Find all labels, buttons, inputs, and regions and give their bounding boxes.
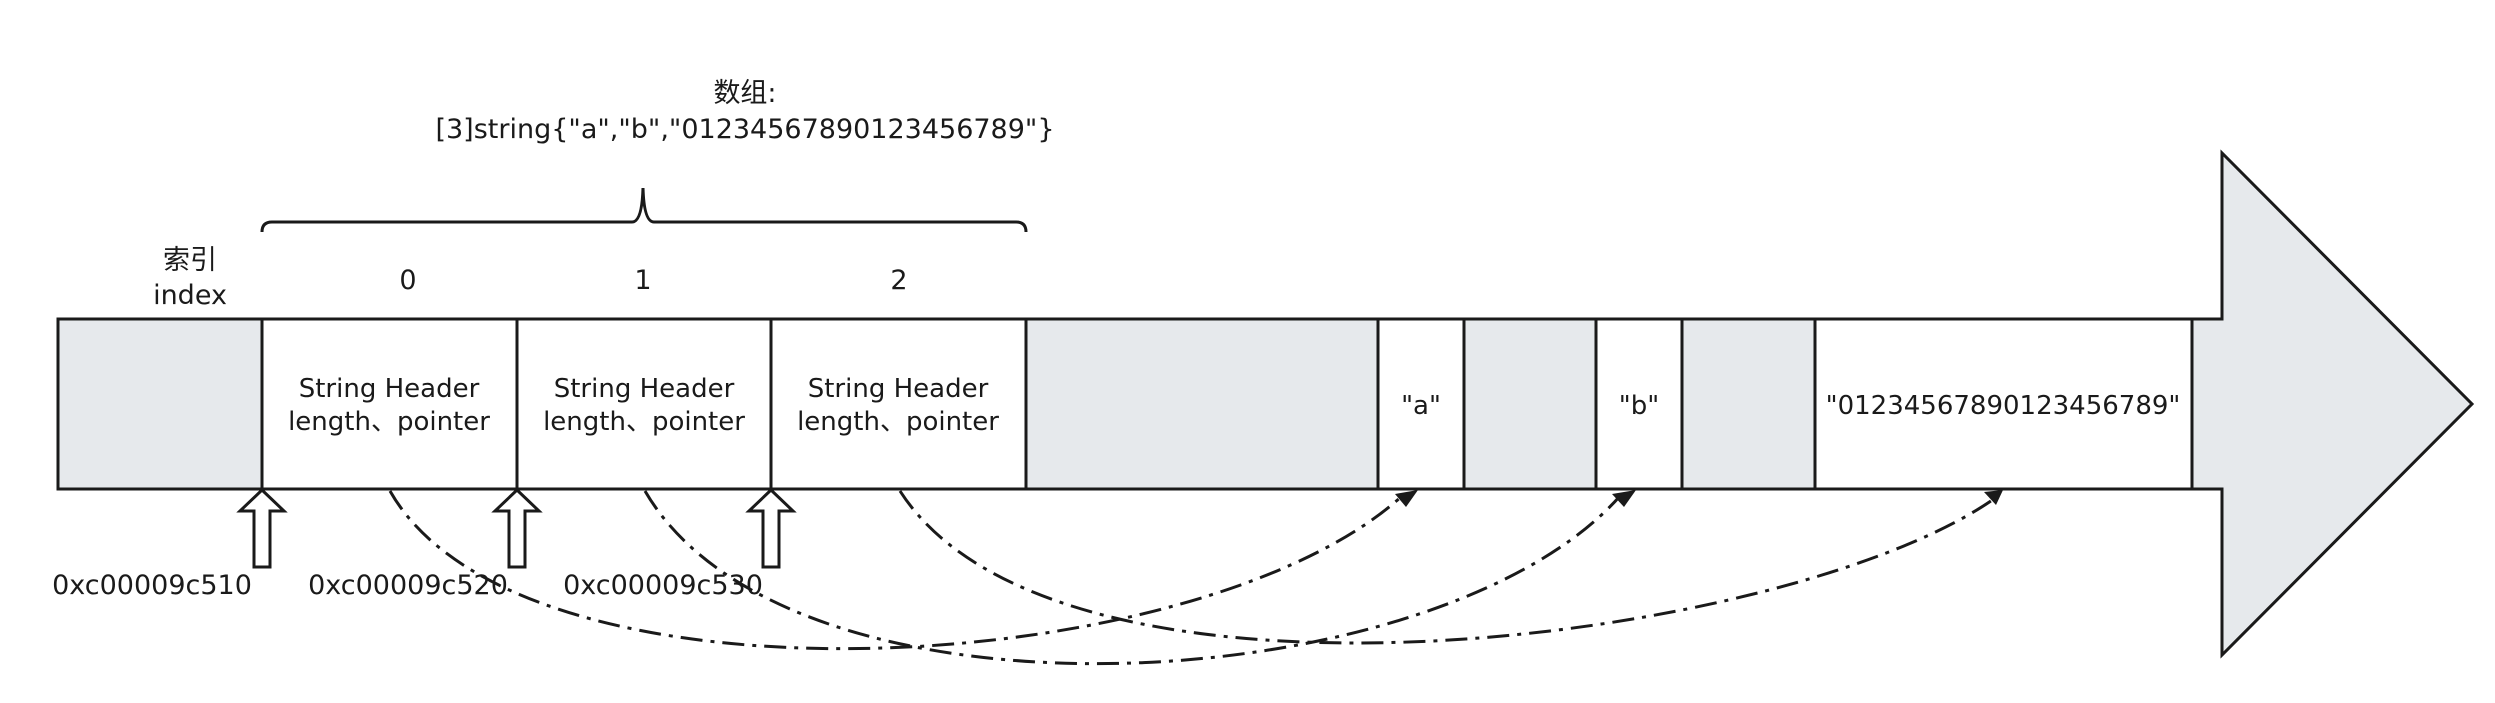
string-header-cell-2: String Header length、pointer [769,317,1028,491]
index-label-zh: 索引 [163,245,217,276]
address-arrow-0 [236,487,288,569]
pointer-link-2-arrowhead [1984,490,2003,505]
address-arrow-1 [491,487,543,569]
index-0-label: 0 [399,265,416,296]
string-long-text: "01234567890123456789" [1826,391,2181,421]
string-header-cell-0: String Header length、pointer [260,317,519,491]
index-label-en: index [153,280,227,311]
header-0-line1: String Header [299,374,480,404]
pointer-link-2 [898,490,1999,645]
index-2-label: 2 [890,265,907,296]
array-title-literal: [3]string{"a","b","01234567890123456789"… [435,114,1054,145]
address-arrow-2 [745,487,797,569]
pointer-link-0-arrowhead [1395,490,1418,507]
address-label-2: 0xc00009c530 [563,570,763,601]
string-data-cell-long: "01234567890123456789" [1813,317,2194,491]
pointer-link-0 [388,490,1404,651]
string-data-cell-a: "a" [1376,317,1466,491]
header-2-line1: String Header [808,374,989,404]
header-0-line2: length、pointer [288,407,490,437]
string-header-cell-1: String Header length、pointer [515,317,773,491]
address-label-0: 0xc00009c510 [52,570,252,601]
array-brace [260,187,1028,233]
address-label-1: 0xc00009c520 [308,570,508,601]
string-data-cell-b: "b" [1594,317,1684,491]
string-b-text: "b" [1619,391,1659,421]
array-title-label: 数组: [713,78,776,109]
pointer-link-1-arrowhead [1612,490,1636,507]
header-2-line2: length、pointer [797,407,999,437]
header-1-line1: String Header [554,374,735,404]
header-1-line2: length、pointer [543,407,745,437]
index-1-label: 1 [634,265,651,296]
pointer-link-1 [643,490,1622,666]
string-a-text: "a" [1401,391,1441,421]
